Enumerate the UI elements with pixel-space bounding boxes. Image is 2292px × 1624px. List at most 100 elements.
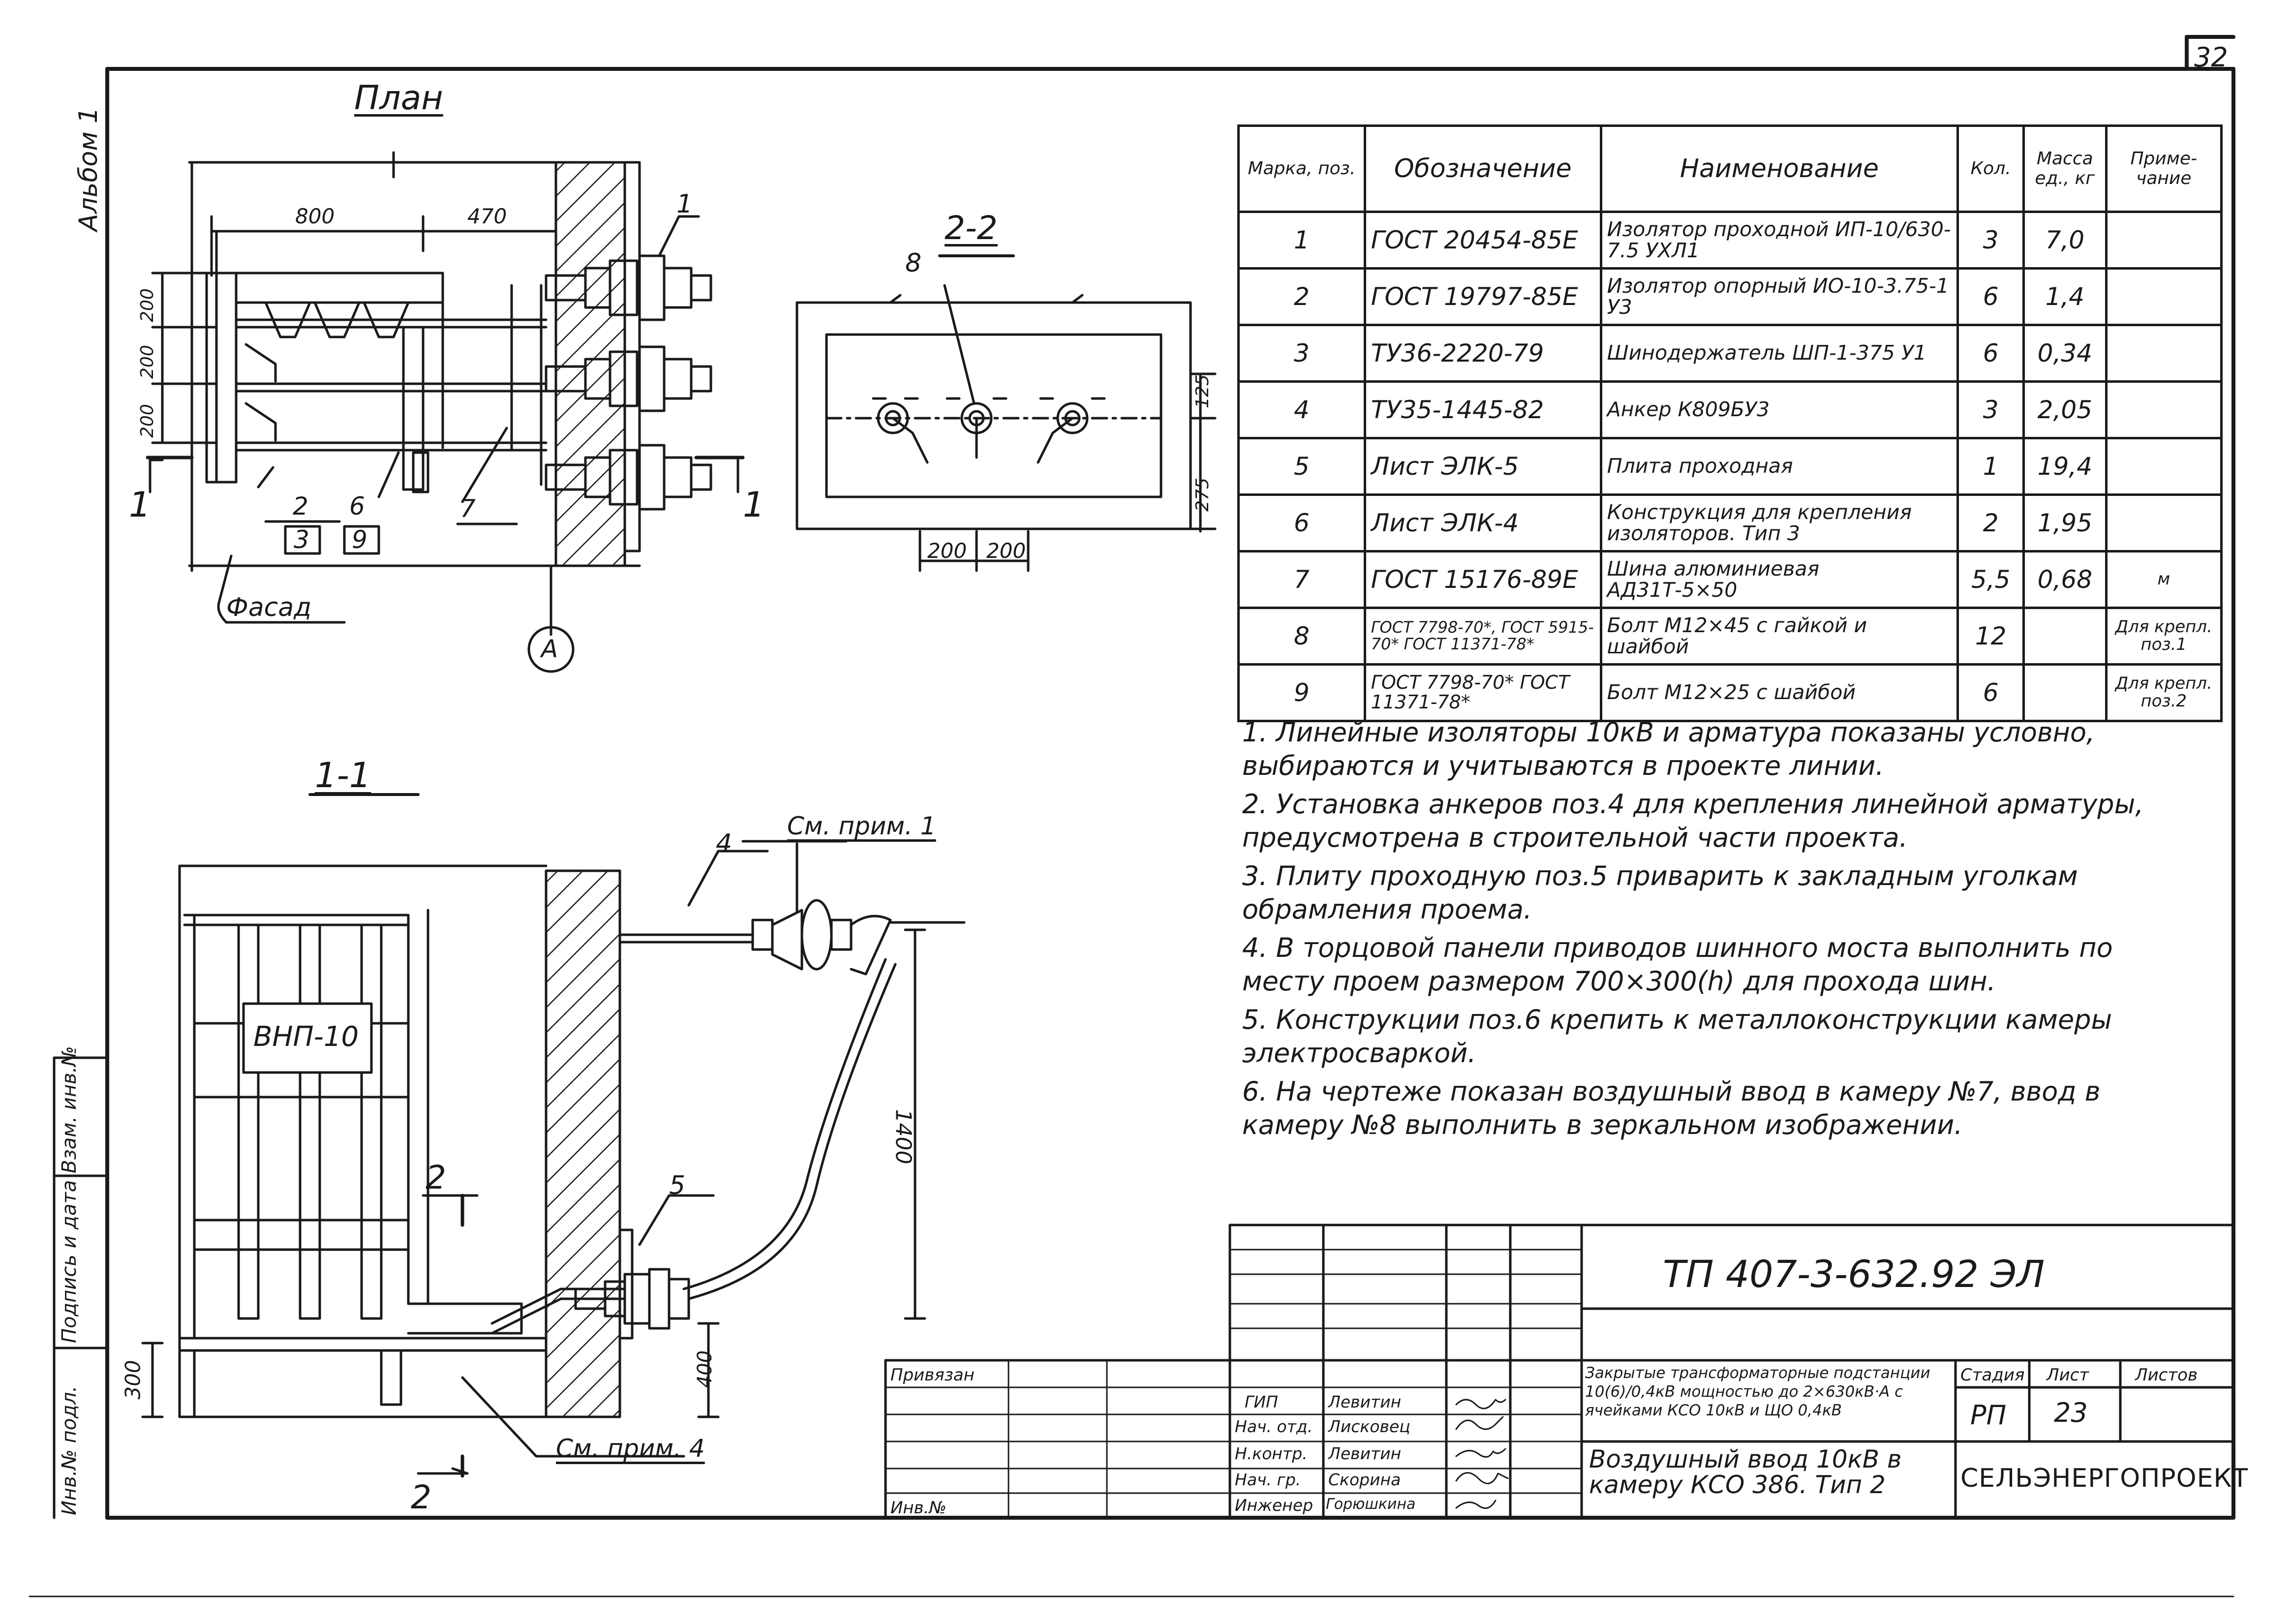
table-row: 4 ТУ35-1445-82 Анкер К809БУ3 3 2,05 (1237, 380, 2223, 439)
cell-name: Изолятор проходной ИП-10/630-7.5 УХЛ1 (1599, 211, 1959, 270)
sheet-label: Лист (2047, 1365, 2089, 1385)
album-label: Альбом 1 (74, 107, 103, 231)
plan-title: План (354, 79, 443, 118)
left-strip-lines (53, 1056, 109, 1519)
title-block-grid (884, 1224, 2235, 1519)
cell-mass: 0,68 (2022, 550, 2108, 609)
section-1-1 (141, 793, 966, 1478)
header-name: Наименование (1599, 124, 1959, 213)
cell-note (2105, 211, 2223, 270)
header-note: Приме- чание (2105, 124, 2223, 213)
cell-pos: 3 (1237, 324, 1366, 383)
table-row: 5 Лист ЭЛК-5 Плита проходная 1 19,4 (1237, 437, 2223, 496)
cell-doc: Лист ЭЛК-5 (1363, 437, 1602, 496)
cell-name: Плита проходная (1599, 437, 1959, 496)
dim-1400: 1400 (890, 1109, 916, 1164)
cell-mass: 19,4 (2022, 437, 2108, 496)
plan-pos-3: 3 (294, 525, 309, 554)
cell-doc: ГОСТ 20454-85Е (1363, 211, 1602, 270)
cell-qty: 6 (1956, 663, 2025, 722)
cell-pos: 1 (1237, 211, 1366, 270)
sheet-value: 23 (2054, 1397, 2088, 1428)
table-row: 8 ГОСТ 7798-70*, ГОСТ 5915-70* ГОСТ 1137… (1237, 607, 2223, 666)
table-row: 9 ГОСТ 7798-70* ГОСТ 11371-78* Болт М12×… (1237, 663, 2223, 722)
inv-no-label: Инв.№ (890, 1498, 947, 1518)
note-3: 3. Плиту проходную поз.5 приварить к зак… (1242, 860, 2078, 925)
cell-pos: 5 (1237, 437, 1366, 496)
note-5: 5. Конструкции поз.6 крепить к металлоко… (1242, 1004, 2112, 1069)
cell-mass (2022, 607, 2108, 666)
section-2-2-dim-125: 125 (1192, 374, 1213, 408)
cell-qty: 1 (1956, 437, 2025, 496)
section-2-mark-bottom: 2 (411, 1478, 431, 1516)
cell-qty: 6 (1956, 267, 2025, 326)
plan-insulator-2 (545, 345, 712, 412)
header-designation: Обозначение (1363, 124, 1602, 213)
cell-doc: ТУ36-2220-79 (1363, 324, 1602, 383)
cell-note: Для крепл. поз.2 (2105, 663, 2223, 722)
strip-sign-date: Подпись и дата (58, 1180, 81, 1343)
strip-inv-no-orig: Инв.№ подл. (58, 1385, 81, 1515)
cell-doc: ТУ35-1445-82 (1363, 380, 1602, 439)
role-engineer: Инженер (1235, 1496, 1314, 1515)
table-row: 1 ГОСТ 20454-85Е Изолятор проходной ИП-1… (1237, 211, 2223, 270)
section-2-mark-top: 2 (426, 1159, 446, 1196)
strip-replace-inv: Взам. инв.№ (58, 1046, 81, 1173)
cell-mass: 2,05 (2022, 380, 2108, 439)
plan-section-mark-right: 1 (743, 485, 765, 525)
note-1: 1. Линейные изоляторы 10кВ и арматура по… (1242, 717, 2095, 781)
cell-doc: ГОСТ 7798-70*, ГОСТ 5915-70* ГОСТ 11371-… (1363, 607, 1602, 666)
cell-qty: 12 (1956, 607, 2025, 666)
cell-note (2105, 267, 2223, 326)
plan-pos-2: 2 (293, 492, 308, 521)
cell-qty: 2 (1956, 493, 2025, 552)
cell-mass: 0,34 (2022, 324, 2108, 383)
cell-note: Для крепл. поз.1 (2105, 607, 2223, 666)
role-head-group: Нач. гр. (1235, 1470, 1301, 1489)
page-number: 32 (2194, 42, 2228, 73)
cell-mass: 1,4 (2022, 267, 2108, 326)
plan-dim-200a: 200 (137, 288, 157, 322)
table-row: 6 Лист ЭЛК-4 Конструкция для крепления и… (1237, 493, 2223, 552)
cell-pos: 6 (1237, 493, 1366, 552)
plan-dim-200b: 200 (137, 345, 157, 379)
plan-dim-200c: 200 (137, 404, 157, 438)
table-row: 7 ГОСТ 15176-89Е Шина алюминиевая АД31Т-… (1237, 550, 2223, 609)
plan-pos-9: 9 (352, 525, 367, 554)
plan-pos-6: 6 (349, 492, 365, 521)
sheets-label: Листов (2135, 1365, 2198, 1385)
role-norm-control: Н.контр. (1235, 1444, 1308, 1463)
cell-qty: 3 (1956, 380, 2025, 439)
role-gip: ГИП (1245, 1392, 1278, 1411)
cell-doc: ГОСТ 15176-89Е (1363, 550, 1602, 609)
cell-name: Изолятор опорный ИО-10-3.75-1 У3 (1599, 267, 1959, 326)
general-notes: 1. Линейные изоляторы 10кВ и арматура по… (1242, 716, 2187, 1147)
cell-name: Конструкция для крепления изоляторов. Ти… (1599, 493, 1959, 552)
plan-insulator-1 (545, 254, 712, 321)
section-1-1-pos-4: 4 (716, 829, 733, 858)
cell-qty: 6 (1956, 324, 2025, 383)
spec-header-row: Марка, поз. Обозначение Наименование Кол… (1237, 124, 2223, 213)
name-head-dept: Лисковец (1328, 1417, 1410, 1436)
cell-note: м (2105, 550, 2223, 609)
cell-mass: 1,95 (2022, 493, 2108, 552)
cell-doc: ГОСТ 7798-70* ГОСТ 11371-78* (1363, 663, 1602, 722)
table-row: 3 ТУ36-2220-79 Шинодержатель ШП-1-375 У1… (1237, 324, 2223, 383)
cell-pos: 4 (1237, 380, 1366, 439)
cell-note (2105, 437, 2223, 496)
facade-label: Фасад (226, 593, 312, 622)
sheet-title: Воздушный ввод 10кВ в камеру КСО 386. Ти… (1589, 1445, 1902, 1499)
cell-qty: 3 (1956, 211, 2025, 270)
name-head-group: Скорина (1328, 1470, 1401, 1489)
name-norm-control: Левитин (1328, 1444, 1402, 1463)
header-mark: Марка, поз. (1237, 124, 1366, 213)
plan-pos-7: 7 (460, 494, 476, 523)
organization-name: СЕЛЬЭНЕРГОПРОЕКТ (1960, 1464, 2249, 1493)
cell-note (2105, 493, 2223, 552)
axis-label-A: A (541, 635, 558, 663)
cell-name: Болт М12×25 с шайбой (1599, 663, 1959, 722)
cell-pos: 7 (1237, 550, 1366, 609)
name-gip: Левитин (1328, 1392, 1402, 1411)
section-2-2-pos-8: 8 (905, 248, 922, 278)
